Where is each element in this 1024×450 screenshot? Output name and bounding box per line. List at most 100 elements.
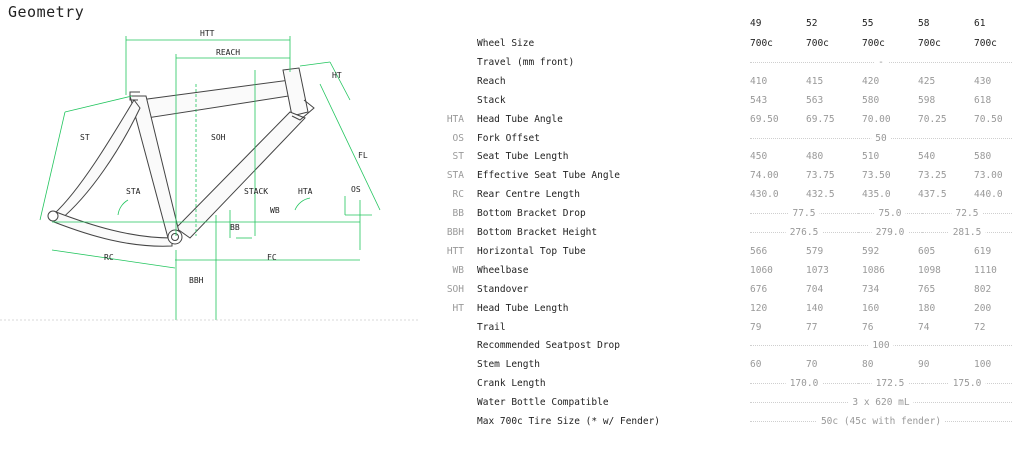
dim-label-ht: HT bbox=[332, 71, 342, 80]
table-cell: 200 bbox=[974, 302, 992, 314]
dimension-lines bbox=[39, 36, 381, 320]
size-header-49: 49 bbox=[750, 18, 762, 29]
frame-outline bbox=[47, 67, 315, 247]
table-cell-span: 3 x 620 mL bbox=[750, 397, 1012, 409]
table-cell: 90 bbox=[918, 359, 930, 371]
table-cell-span: 175.0 bbox=[922, 378, 1012, 390]
table-cell: 160 bbox=[862, 302, 880, 314]
row-label: Horizontal Top Tube bbox=[477, 245, 586, 257]
table-row: Recommended Seatpost Drop 100 bbox=[0, 340, 1024, 358]
table-cell: 72.5 bbox=[951, 208, 983, 220]
table-cell: 1060 bbox=[750, 264, 773, 276]
row-abbr: SOH bbox=[446, 283, 464, 295]
table-cell: 510 bbox=[862, 151, 880, 163]
row-label: Trail bbox=[477, 321, 506, 333]
dim-label-fc: FC bbox=[267, 253, 277, 262]
table-cell: 75.0 bbox=[874, 208, 906, 220]
row-label: Reach bbox=[477, 75, 506, 87]
row-label: Head Tube Angle bbox=[477, 113, 563, 125]
dim-label-wb: WB bbox=[270, 206, 280, 215]
row-label: Stem Length bbox=[477, 359, 540, 371]
dim-label-fl: FL bbox=[358, 151, 368, 160]
table-cell-span: 100 bbox=[750, 340, 1012, 352]
table-cell: 592 bbox=[862, 245, 880, 257]
row-label: Bottom Bracket Drop bbox=[477, 208, 586, 220]
row-abbr: HTA bbox=[446, 113, 464, 125]
table-row: Travel (mm front) - bbox=[0, 56, 1024, 75]
table-cell: 410 bbox=[750, 75, 768, 87]
row-label: Max 700c Tire Size (* w/ Fender) bbox=[477, 416, 661, 427]
table-cell: 420 bbox=[862, 75, 880, 87]
table-cell-span: 50c (45c with fender) bbox=[750, 416, 1012, 427]
row-label: Head Tube Length bbox=[477, 302, 569, 314]
row-abbr: HTT bbox=[446, 245, 464, 257]
size-header-55: 55 bbox=[862, 18, 874, 29]
table-cell: 279.0 bbox=[871, 227, 909, 238]
dim-label-reach: REACH bbox=[216, 48, 240, 57]
row-label: Water Bottle Compatible bbox=[477, 397, 609, 409]
table-cell: 700c bbox=[974, 38, 997, 49]
table-cell: 180 bbox=[918, 302, 936, 314]
row-abbr: ST bbox=[452, 151, 464, 163]
dim-label-st: ST bbox=[80, 133, 90, 142]
size-header-61: 61 bbox=[974, 18, 986, 29]
row-abbr: STA bbox=[446, 170, 464, 182]
dim-label-hta: HTA bbox=[298, 187, 313, 196]
table-cell: 430.0 bbox=[750, 189, 779, 201]
table-cell: - bbox=[874, 56, 888, 68]
table-cell: 172.5 bbox=[871, 378, 909, 390]
table-cell: 79 bbox=[750, 321, 762, 333]
table-cell: 69.50 bbox=[750, 113, 779, 125]
table-cell: 450 bbox=[750, 151, 768, 163]
table-cell: 50c (45c with fender) bbox=[816, 416, 946, 427]
row-label: Wheel Size bbox=[477, 38, 535, 49]
table-cell-span: 50 bbox=[750, 132, 1012, 144]
row-label: Seat Tube Length bbox=[477, 151, 569, 163]
row-abbr: OS bbox=[452, 132, 464, 144]
row-label: Bottom Bracket Height bbox=[477, 227, 598, 238]
frame-geometry-diagram: HTT REACH HT ST SOH FL STA STACK HTA OS … bbox=[0, 29, 420, 321]
table-cell: 540 bbox=[918, 151, 936, 163]
page-title: Geometry bbox=[8, 3, 85, 21]
row-label: Stack bbox=[477, 94, 506, 106]
table-cell-span: 276.5 bbox=[750, 227, 858, 238]
row-abbr: RC bbox=[452, 189, 464, 201]
table-cell: 480 bbox=[806, 151, 824, 163]
table-cell-span: 170.0 bbox=[750, 378, 858, 390]
table-row: Max 700c Tire Size (* w/ Fender) 50c (45c… bbox=[0, 416, 1024, 434]
row-label: Travel (mm front) bbox=[477, 56, 575, 68]
row-abbr: BBH bbox=[446, 227, 464, 238]
table-cell: 765 bbox=[918, 283, 936, 295]
table-cell: 3 x 620 mL bbox=[848, 397, 914, 409]
table-cell: 80 bbox=[862, 359, 874, 371]
row-label: Recommended Seatpost Drop bbox=[477, 340, 620, 352]
row-abbr: WB bbox=[452, 264, 464, 276]
table-cell: 60 bbox=[750, 359, 762, 371]
table-cell: 543 bbox=[750, 94, 768, 106]
size-header-52: 52 bbox=[806, 18, 818, 29]
row-label: Standover bbox=[477, 283, 529, 295]
table-cell: 704 bbox=[806, 283, 824, 295]
table-cell: 579 bbox=[806, 245, 824, 257]
table-cell: 74 bbox=[918, 321, 930, 333]
table-cell: 76 bbox=[862, 321, 874, 333]
table-cell: 1110 bbox=[974, 264, 997, 276]
table-cell: 440.0 bbox=[974, 189, 1003, 201]
row-label: Effective Seat Tube Angle bbox=[477, 170, 620, 182]
dim-label-stack: STACK bbox=[244, 187, 268, 196]
table-cell: 73.75 bbox=[806, 170, 835, 182]
size-header-58: 58 bbox=[918, 18, 930, 29]
table-cell: 618 bbox=[974, 94, 992, 106]
table-cell: 605 bbox=[918, 245, 936, 257]
